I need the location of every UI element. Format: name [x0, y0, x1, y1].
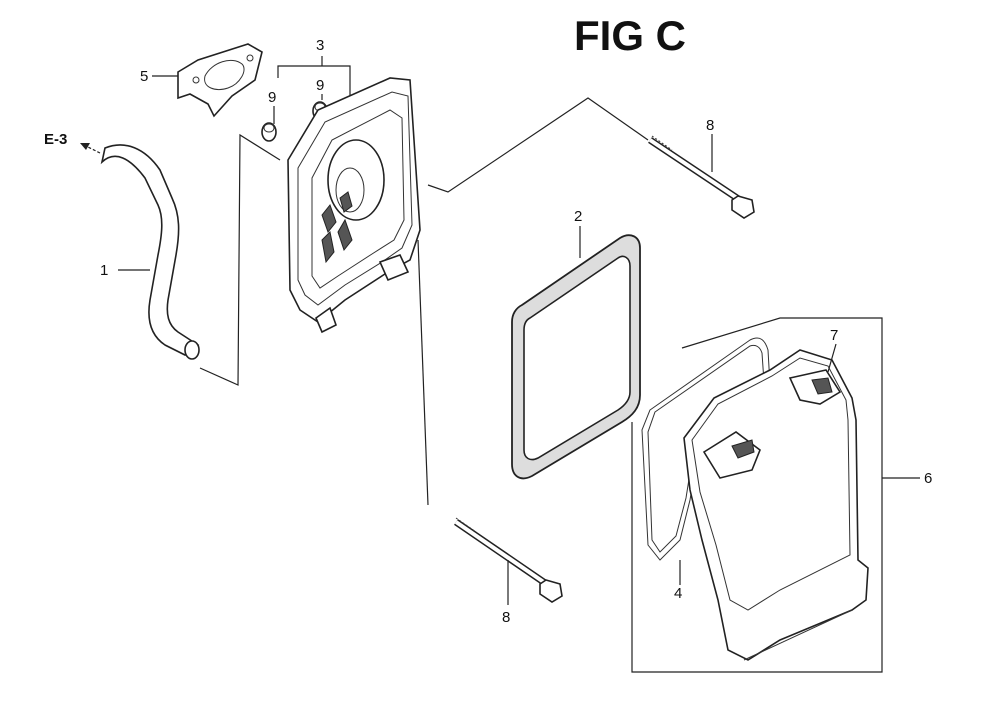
assembly-bracket-left [199, 133, 281, 386]
callout-part-3: 3 [316, 37, 324, 54]
figure-title: FIG C [574, 12, 686, 59]
grommet-left [261, 122, 277, 142]
callout-part-9-right: 9 [316, 77, 324, 94]
callout-part-6: 6 [924, 470, 932, 487]
filter-element [511, 234, 641, 480]
callout-part-1: 1 [100, 262, 108, 279]
bolt-lower [454, 517, 563, 603]
air-cleaner-cover [683, 349, 869, 661]
callout-part-2: 2 [574, 208, 582, 225]
reference-arrow [80, 143, 101, 154]
callout-part-4: 4 [674, 585, 682, 602]
seal-ring [641, 337, 771, 561]
callout-part-5: 5 [140, 68, 148, 85]
callout-part-9-left: 9 [268, 89, 276, 106]
bolt-upper [648, 135, 755, 219]
cover-assembly-bracket [631, 317, 920, 673]
leader-case-to-bolt [427, 97, 649, 193]
breather-tube [100, 144, 200, 360]
leader-case-to-lower-bolt [417, 239, 429, 506]
callout-part-7: 7 [830, 327, 838, 344]
gasket [177, 43, 263, 118]
air-cleaner-case [287, 77, 421, 334]
callout-part-8-upper: 8 [706, 117, 714, 134]
leader-part-7 [827, 343, 837, 373]
leader-part-3 [277, 56, 351, 112]
callout-part-8-lower: 8 [502, 609, 510, 626]
reference-label: E-3 [44, 131, 67, 148]
